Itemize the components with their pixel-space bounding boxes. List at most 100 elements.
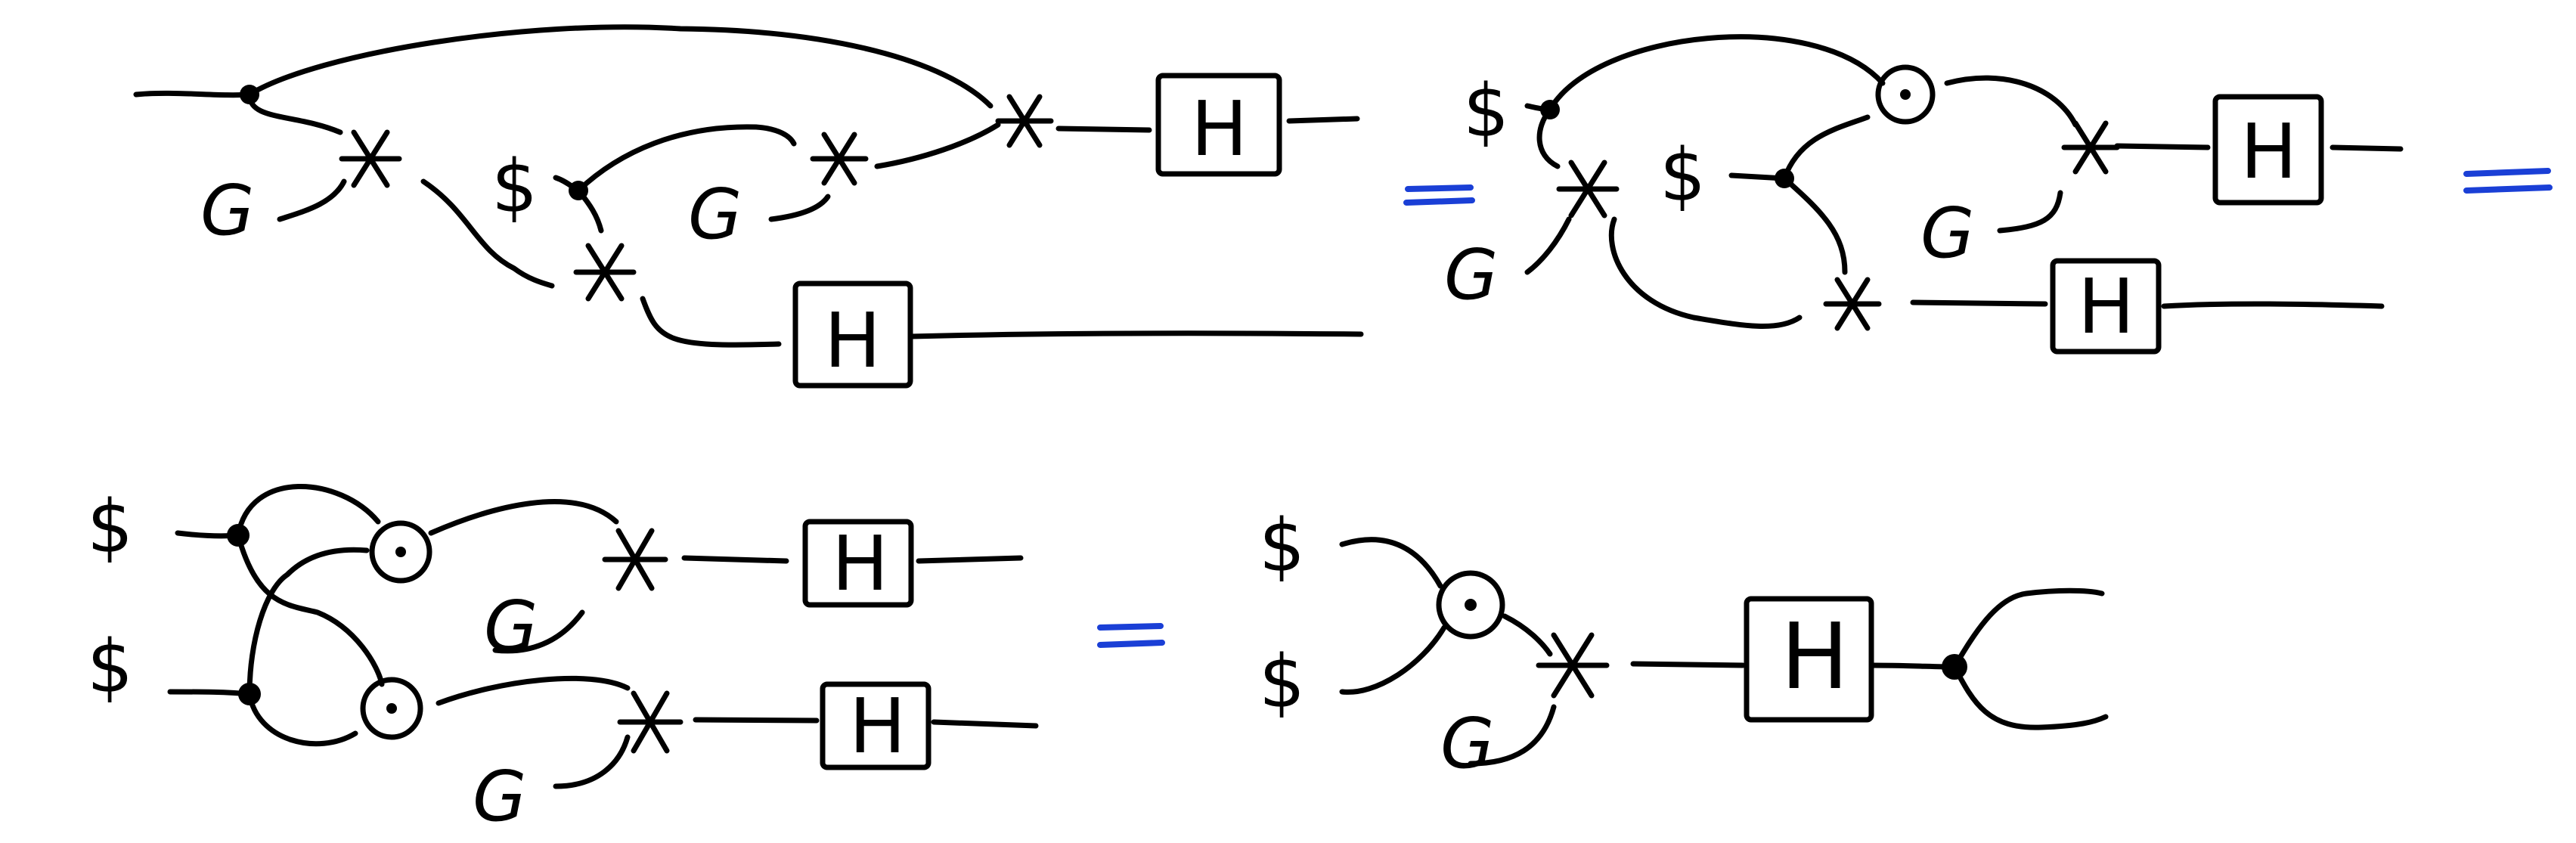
- wire: [246, 547, 370, 697]
- g-label: G: [473, 756, 526, 837]
- wire: [235, 532, 385, 687]
- diagram-1: G $ G H H: [133, 24, 1364, 389]
- dollar-label: $: [1463, 69, 1509, 153]
- wire: [420, 178, 555, 289]
- star-node: [573, 243, 637, 302]
- g-label: G: [688, 174, 742, 255]
- dollar-label: $: [491, 144, 538, 229]
- wire: [1524, 216, 1572, 275]
- copy-node: [569, 181, 588, 200]
- dollar-label: $: [1259, 504, 1305, 588]
- wire: [1951, 587, 2105, 670]
- wire: [2330, 144, 2404, 152]
- wire: [167, 689, 253, 697]
- wire: [1547, 34, 1886, 113]
- wire: [246, 691, 358, 747]
- wire: [553, 734, 631, 789]
- star-node: [602, 528, 668, 591]
- wire: [1781, 175, 1848, 275]
- star-node: [995, 94, 1054, 148]
- wire: [1630, 661, 1746, 668]
- wire: [246, 91, 343, 135]
- discard-node: [360, 677, 423, 740]
- star-node: [339, 129, 402, 188]
- equals-sign: [1403, 184, 1475, 206]
- discard-node: [369, 520, 432, 584]
- wire: [1608, 216, 1803, 329]
- wire: [640, 296, 782, 348]
- copy-node: [1942, 654, 1967, 680]
- copy-node: [1540, 100, 1560, 119]
- wire: [916, 555, 1024, 564]
- wire: [492, 609, 585, 654]
- h-label: H: [832, 519, 888, 608]
- h-label: H: [824, 296, 881, 385]
- h-label: H: [2240, 107, 2297, 196]
- copy-node: [240, 85, 259, 104]
- wire: [235, 484, 381, 538]
- g-label: G: [1440, 703, 1494, 784]
- discard-node: [1436, 570, 1505, 640]
- dollar-label: $: [87, 485, 133, 569]
- copy-node: [1775, 169, 1794, 188]
- wire: [874, 122, 1001, 169]
- wire: [1468, 704, 1557, 767]
- star-node: [1556, 160, 1620, 218]
- star-node: [1823, 277, 1882, 331]
- diagram-2: $ $ G G H H: [1444, 34, 2404, 355]
- wire: [1997, 190, 2063, 234]
- h-label: H: [1781, 605, 1849, 710]
- copy-node: [227, 524, 250, 547]
- wire: [693, 717, 820, 724]
- discard-node: [1875, 64, 1936, 125]
- wire: [1502, 613, 1553, 657]
- h-box: [802, 519, 914, 608]
- wire: [246, 24, 994, 109]
- wire: [575, 124, 797, 194]
- h-box: [1155, 73, 1282, 177]
- wire: [1944, 75, 2078, 128]
- h-box: [2050, 258, 2162, 355]
- h-label: H: [1191, 85, 1248, 173]
- wire: [277, 178, 347, 222]
- wire: [1339, 537, 1443, 589]
- equals-sign: [1097, 623, 1165, 648]
- h-box: [2212, 94, 2324, 206]
- wire: [428, 499, 619, 536]
- star-node: [1536, 632, 1610, 699]
- wire: [768, 194, 831, 222]
- dollar-label: $: [87, 625, 133, 709]
- wire: [436, 675, 631, 706]
- wire: [681, 555, 789, 564]
- wire: [1056, 126, 1152, 133]
- g-label: G: [1444, 234, 1498, 315]
- h-box: [792, 280, 913, 389]
- g-label: G: [1920, 193, 1974, 274]
- wire: [133, 90, 253, 98]
- wire: [1781, 114, 1871, 181]
- star-node: [617, 690, 684, 754]
- wire: [1339, 625, 1447, 695]
- star-node: [810, 132, 869, 186]
- wire: [1286, 116, 1360, 124]
- h-box: [820, 681, 932, 770]
- wire: [931, 719, 1039, 729]
- equals-sign: [2463, 168, 2553, 194]
- g-label: G: [200, 170, 254, 251]
- wire: [1951, 664, 2109, 730]
- dollar-label: $: [1660, 133, 1706, 218]
- g-label: G: [484, 586, 538, 667]
- h-box: [1744, 596, 1874, 723]
- copy-node: [238, 683, 261, 705]
- h-label: H: [2078, 262, 2134, 351]
- diagram-3: $ $ G G H: [87, 484, 1039, 837]
- wire: [2114, 143, 2211, 150]
- dollar-label: $: [1259, 640, 1305, 724]
- wire: [908, 330, 1364, 339]
- star-node: [2061, 120, 2120, 175]
- diagram-4: $ $ G H: [1259, 504, 2109, 784]
- wire: [2161, 301, 2385, 309]
- wire: [1910, 299, 2048, 307]
